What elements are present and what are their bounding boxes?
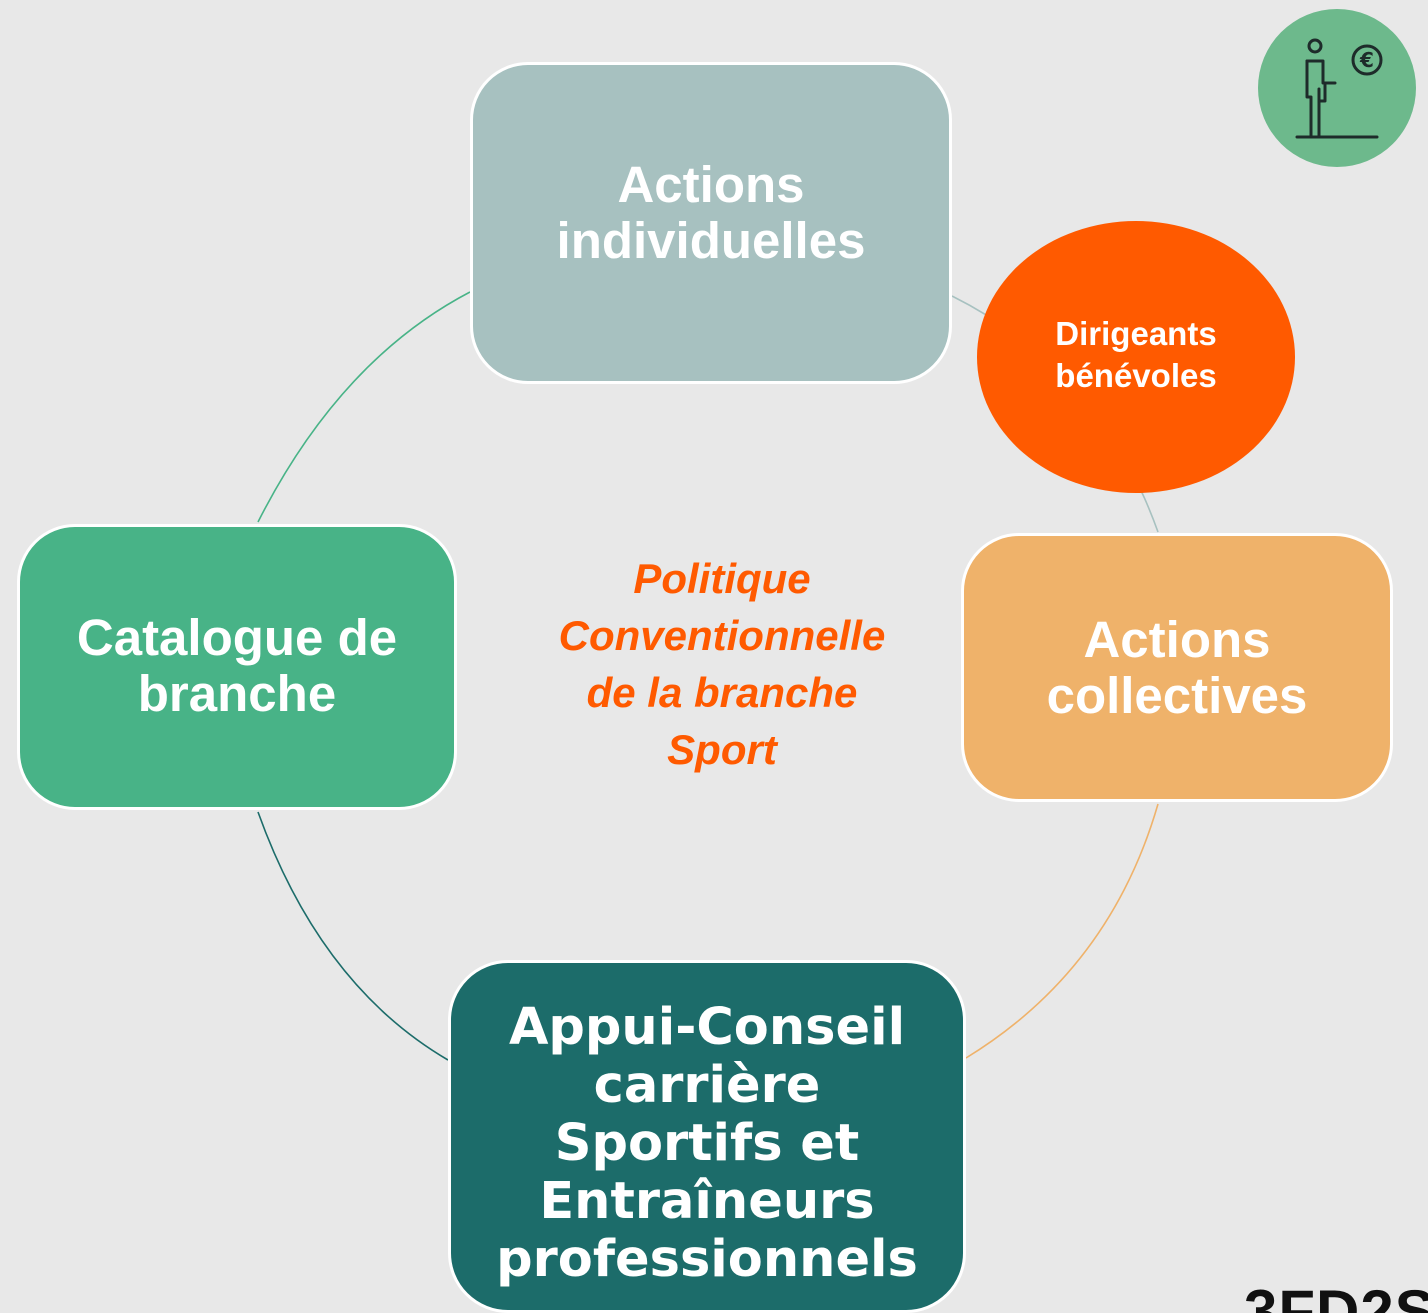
bubble-label: Dirigeants bénévoles xyxy=(1055,315,1217,394)
node-label: Appui-Conseil carrière Sportifs et Entra… xyxy=(496,997,918,1289)
node-label: Catalogue de branche xyxy=(76,609,398,722)
arc-individual-catalogue xyxy=(257,291,471,523)
corner-logo: 3FD2S xyxy=(1244,1278,1428,1313)
node-actions-individuelles: Actions individuelles xyxy=(470,62,952,384)
bubble-dirigeants-benevoles: Dirigeants bénévoles xyxy=(977,221,1295,493)
person-euro-icon: € xyxy=(1258,9,1416,167)
node-actions-collectives: Actions collectives xyxy=(961,533,1393,802)
node-catalogue-de-branche: Catalogue de branche xyxy=(17,524,457,810)
arc-catalogue-appui xyxy=(257,811,449,1061)
center-title: Politique Conventionnelle de la branche … xyxy=(558,555,886,773)
svg-text:€: € xyxy=(1359,48,1374,72)
node-label: Actions individuelles xyxy=(556,156,866,269)
arc-appui-collective xyxy=(965,803,1159,1059)
node-appui-conseil: Appui-Conseil carrière Sportifs et Entra… xyxy=(448,960,966,1313)
node-label: Actions collectives xyxy=(1046,610,1308,724)
